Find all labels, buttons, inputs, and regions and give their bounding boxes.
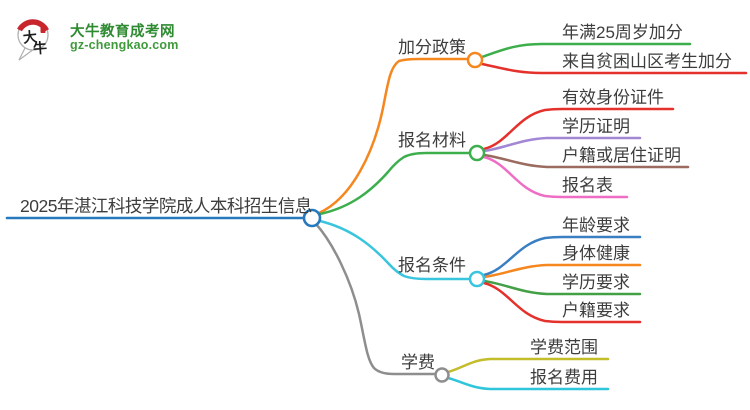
- child-line-age25-bonus: [480, 42, 692, 59]
- branch-line-conditions: [318, 219, 472, 281]
- branch-label-conditions[interactable]: 报名条件: [398, 256, 466, 275]
- child-label-tuition-range[interactable]: 学费范围: [530, 338, 598, 357]
- branch-label-materials[interactable]: 报名材料: [398, 131, 466, 150]
- node-circle-materials[interactable]: [468, 144, 486, 162]
- child-line-registration-form: [482, 155, 629, 199]
- branch-line-bonus-policy: [317, 57, 469, 215]
- node-circle-bonus-policy[interactable]: [466, 51, 484, 69]
- node-circle-conditions[interactable]: [468, 270, 486, 288]
- child-label-age25-bonus[interactable]: 年满25周岁加分: [562, 23, 683, 42]
- logo-badge-char2: 牛: [32, 41, 48, 58]
- child-label-poor-area-bonus[interactable]: 来自贫困山区考生加分: [562, 52, 732, 71]
- branch-label-tuition[interactable]: 学费: [401, 353, 435, 372]
- branch-line-materials: [318, 151, 472, 216]
- child-line-health-req: [482, 263, 642, 279]
- child-label-id-card[interactable]: 有效身份证件: [562, 88, 664, 107]
- child-label-registration-fee[interactable]: 报名费用: [530, 368, 598, 387]
- logo-title: 大牛教育成考网: [70, 24, 175, 40]
- logo-subtitle: gz-chengkao.com: [70, 38, 179, 52]
- root-node-circle[interactable]: [302, 208, 322, 228]
- child-line-age-req: [482, 235, 642, 277]
- child-line-id-card: [482, 107, 675, 151]
- child-line-registration-fee: [446, 376, 610, 391]
- child-line-diploma: [482, 136, 642, 153]
- child-label-health-req[interactable]: 身体健康: [562, 244, 630, 263]
- child-line-education-req: [482, 279, 642, 296]
- child-label-diploma[interactable]: 学历证明: [562, 117, 630, 136]
- child-line-poor-area-bonus: [480, 62, 748, 75]
- root-node-label[interactable]: 2025年湛江科技学院成人本科招生信息: [20, 196, 312, 216]
- child-label-residence-proof[interactable]: 户籍或居住证明: [562, 146, 681, 165]
- logo-seal: [40, 26, 46, 33]
- child-label-age-req[interactable]: 年龄要求: [562, 216, 630, 235]
- child-label-registration-form[interactable]: 报名表: [562, 176, 613, 195]
- child-line-household-req: [482, 281, 642, 324]
- child-line-tuition-range: [446, 357, 610, 374]
- site-logo[interactable]: 大 牛 大牛教育成考网 gz-chengkao.com: [14, 12, 184, 70]
- node-circle-tuition[interactable]: [434, 367, 450, 383]
- child-label-household-req[interactable]: 户籍要求: [562, 301, 630, 320]
- child-label-education-req[interactable]: 学历要求: [562, 273, 630, 292]
- logo-bubble-icon: [17, 19, 49, 61]
- branch-line-tuition: [314, 222, 437, 376]
- child-line-residence-proof: [482, 153, 690, 169]
- branch-label-bonus-policy[interactable]: 加分政策: [398, 38, 466, 57]
